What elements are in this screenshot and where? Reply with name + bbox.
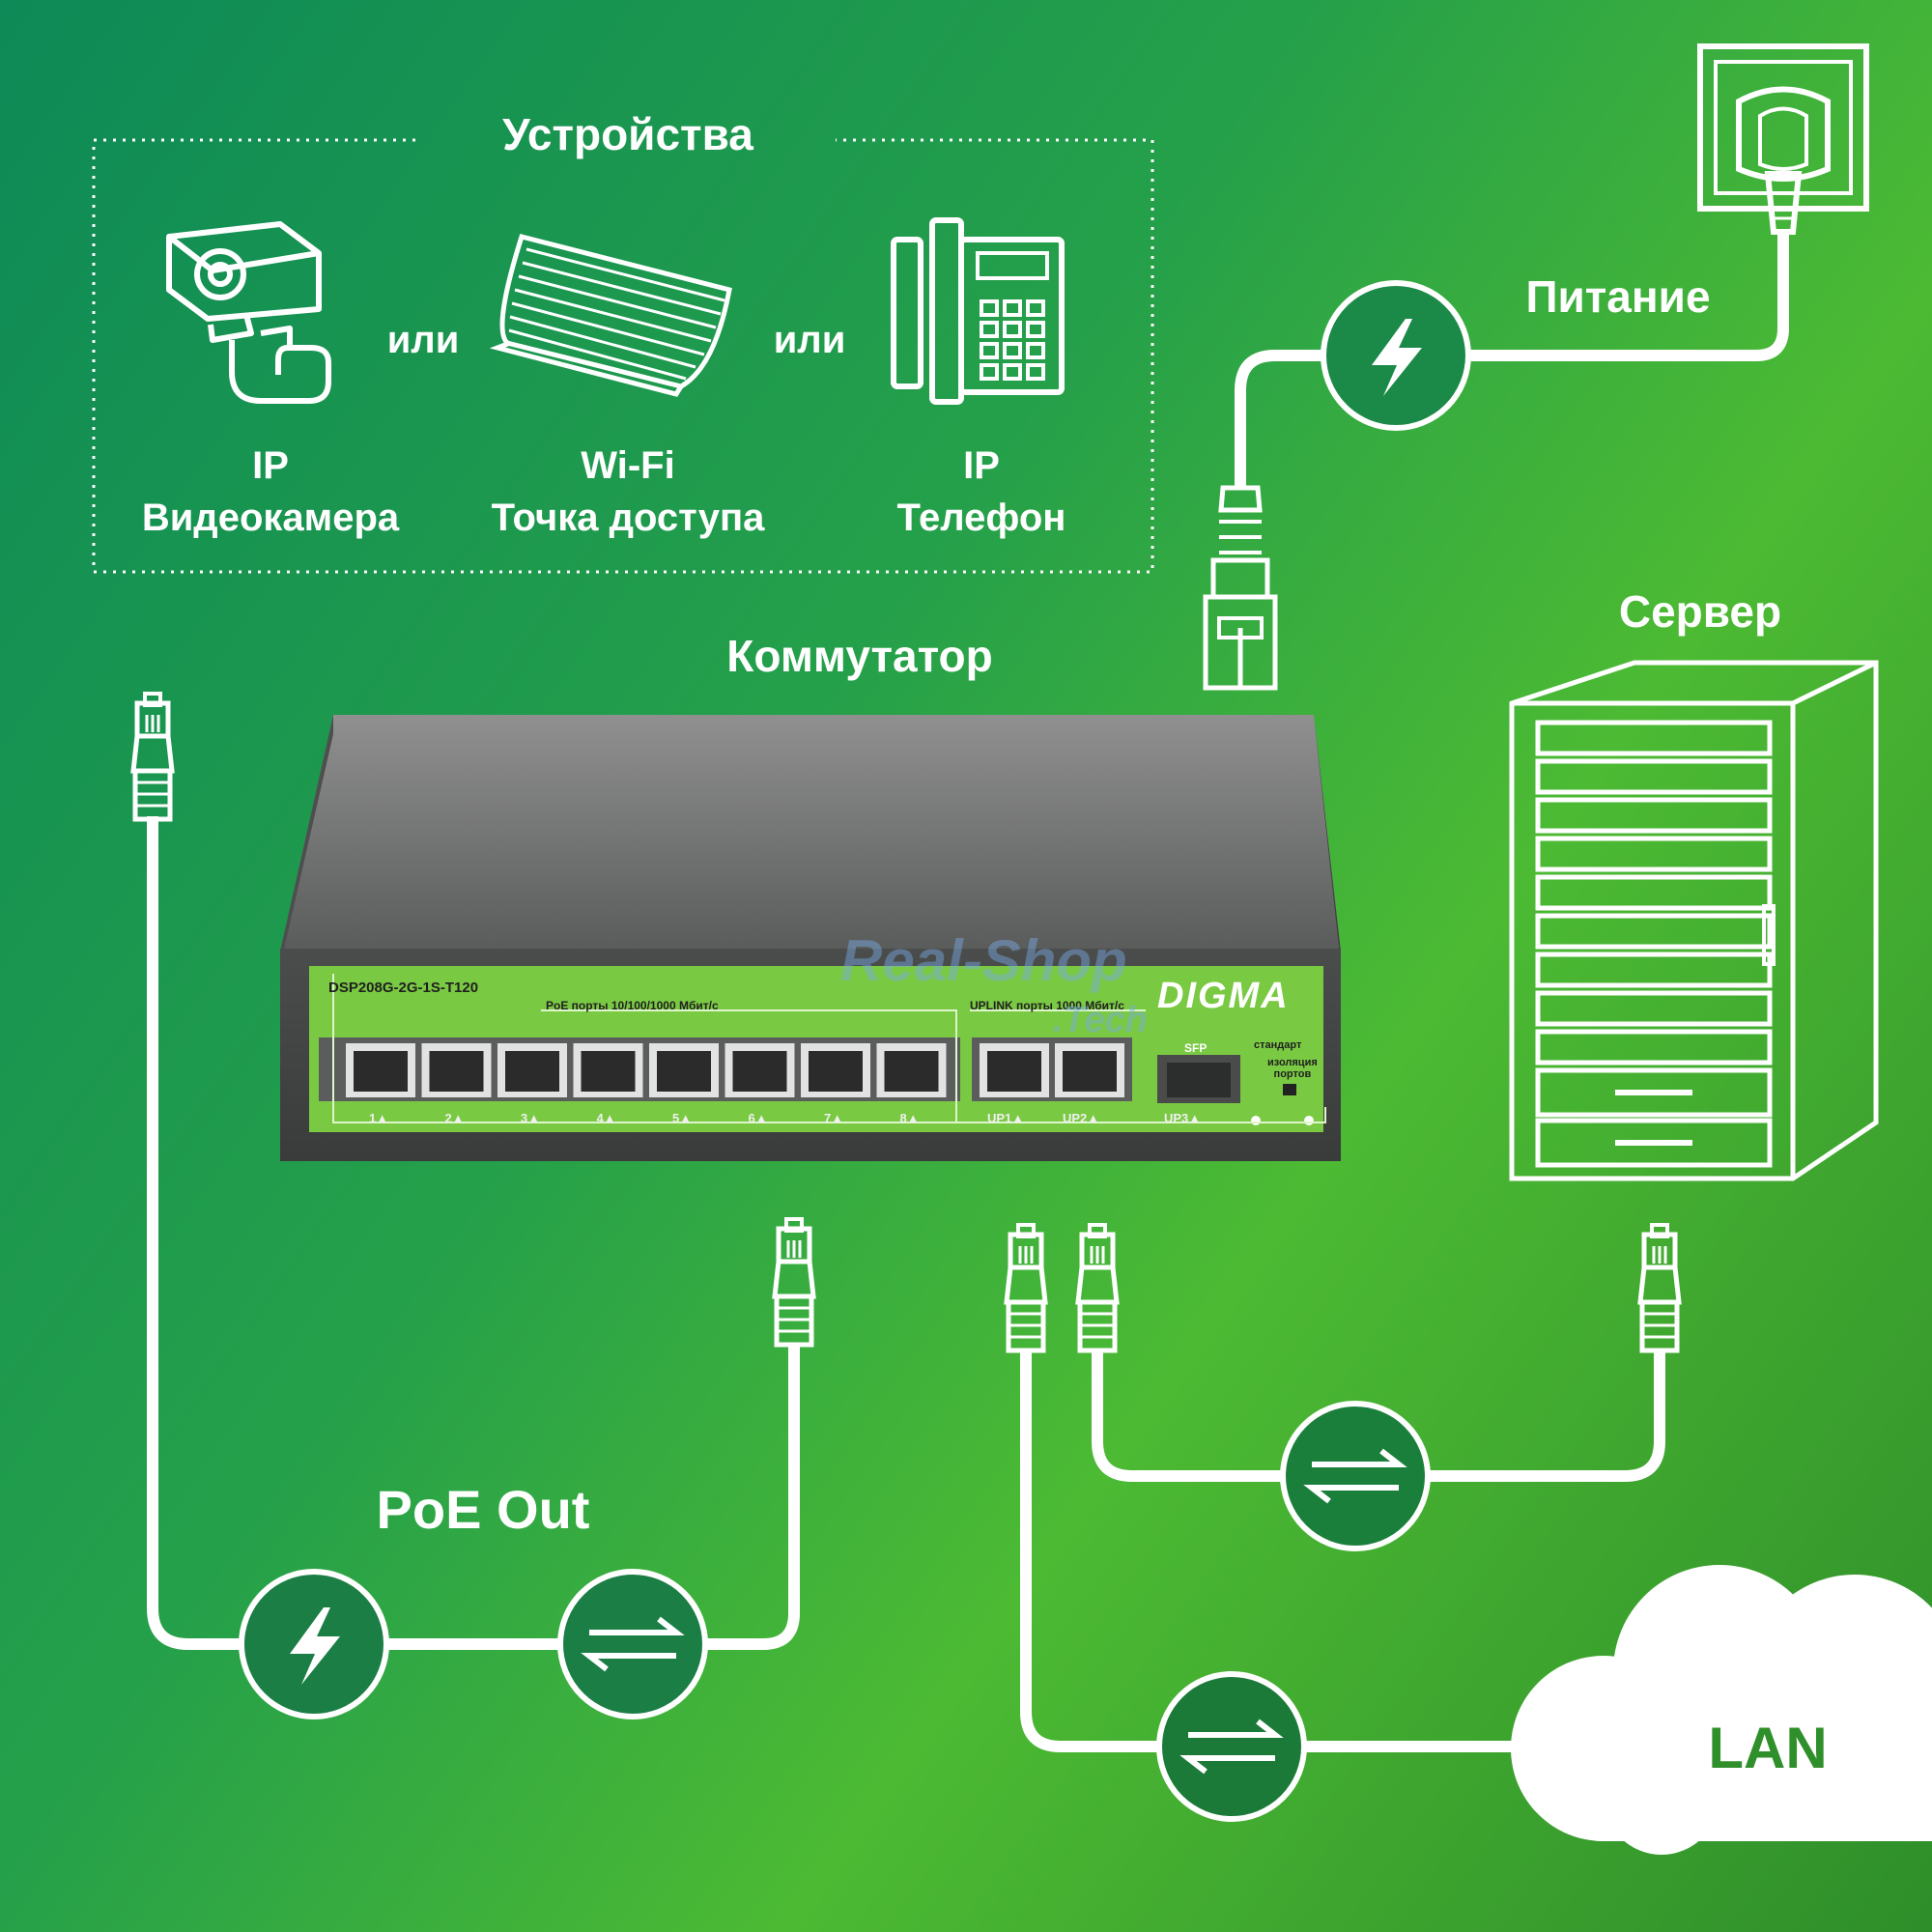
isolation-label-line2: портов xyxy=(1273,1068,1312,1080)
poe-port-8-label: 8▲ xyxy=(899,1111,920,1125)
switch-title: Коммутатор xyxy=(726,631,993,681)
poe-port-2-socket xyxy=(429,1051,484,1092)
wifi-label-line1: Wi-Fi xyxy=(581,444,675,487)
standard-label: стандарт xyxy=(1254,1039,1302,1051)
poe-data-circle xyxy=(557,1569,708,1719)
server-data-circle xyxy=(1280,1401,1431,1551)
poe-port-3-label: 3▲ xyxy=(521,1111,541,1125)
poe-cable-left xyxy=(147,816,800,1650)
power-label: Питание xyxy=(1525,271,1711,322)
poe-port-8-socket xyxy=(884,1051,939,1092)
sfp-port-label: UP3▲ xyxy=(1164,1111,1202,1125)
brand-logo: DIGMA xyxy=(1157,976,1290,1016)
server-rack-icon xyxy=(1509,660,1879,1181)
uplink-port-2-label: UP2▲ xyxy=(1063,1111,1100,1125)
poe-ports-label: PoE порты 10/100/1000 Мбит/с xyxy=(546,999,719,1012)
switch-model: DSP208G-2G-1S-T120 xyxy=(328,980,479,996)
watermark-subtext: .Tech xyxy=(1053,1000,1148,1040)
poe-out-label: PoE Out xyxy=(376,1479,590,1540)
poe-port-1-label: 1▲ xyxy=(369,1111,389,1125)
camera-label: IP Видеокамера xyxy=(116,440,425,544)
lan-label: LAN xyxy=(1708,1716,1828,1780)
ip-camera-icon xyxy=(166,221,331,404)
uplink-port-2-socket xyxy=(1063,1051,1117,1092)
poe-port-4-socket xyxy=(581,1051,636,1092)
uplink-port-1-label: UP1▲ xyxy=(987,1111,1025,1125)
poe-port-4-label: 4▲ xyxy=(596,1111,616,1125)
poe-bolt-circle xyxy=(239,1569,389,1719)
poe-port-6-label: 6▲ xyxy=(748,1111,768,1125)
power-socket-icon xyxy=(1697,43,1869,235)
lan-cloud-icon xyxy=(1511,1565,1932,1855)
server-label: Сервер xyxy=(1618,586,1782,637)
switch-ports xyxy=(346,1043,1124,1097)
wifi-label-line2: Точка доступа xyxy=(491,497,765,539)
poe-port-6-socket xyxy=(732,1051,787,1092)
or-label-2: или xyxy=(773,319,846,361)
devices-title: Устройства xyxy=(502,109,753,159)
isolation-label-line1: изоляция xyxy=(1267,1057,1318,1068)
uplink-port-1-socket xyxy=(987,1051,1041,1092)
camera-label-line1: IP xyxy=(252,444,289,487)
power-connector-icon xyxy=(1203,485,1278,691)
power-bolt-circle xyxy=(1321,280,1471,431)
ip-phone-icon xyxy=(891,217,1065,405)
poe-port-1-socket xyxy=(354,1051,408,1092)
uplink-cables xyxy=(1020,1350,1665,1752)
phone-label-line1: IP xyxy=(963,444,1000,487)
camera-label-line2: Видеокамера xyxy=(141,497,400,539)
poe-port-5-label: 5▲ xyxy=(672,1111,693,1125)
watermark-text: Real-Shop xyxy=(840,928,1127,993)
poe-port-7-socket xyxy=(809,1051,863,1092)
poe-port-7-label: 7▲ xyxy=(824,1111,844,1125)
or-label-1: или xyxy=(386,319,460,361)
isolation-label: изоляция портов xyxy=(1267,1057,1318,1080)
poe-port-5-socket xyxy=(657,1051,711,1092)
phone-label-line2: Телефон xyxy=(896,497,1066,539)
phone-label: IP Телефон xyxy=(827,440,1136,544)
poe-port-3-socket xyxy=(505,1051,559,1092)
wifi-access-point-icon xyxy=(489,233,732,397)
sfp-label: SFP xyxy=(1184,1041,1208,1055)
power-cable xyxy=(1235,232,1789,488)
wifi-label: Wi-Fi Точка доступа xyxy=(473,440,782,544)
lan-data-circle xyxy=(1156,1671,1307,1822)
uplink-ports-label: UPLINK порты 1000 Мбит/с xyxy=(970,999,1124,1012)
poe-port-2-label: 2▲ xyxy=(444,1111,465,1125)
